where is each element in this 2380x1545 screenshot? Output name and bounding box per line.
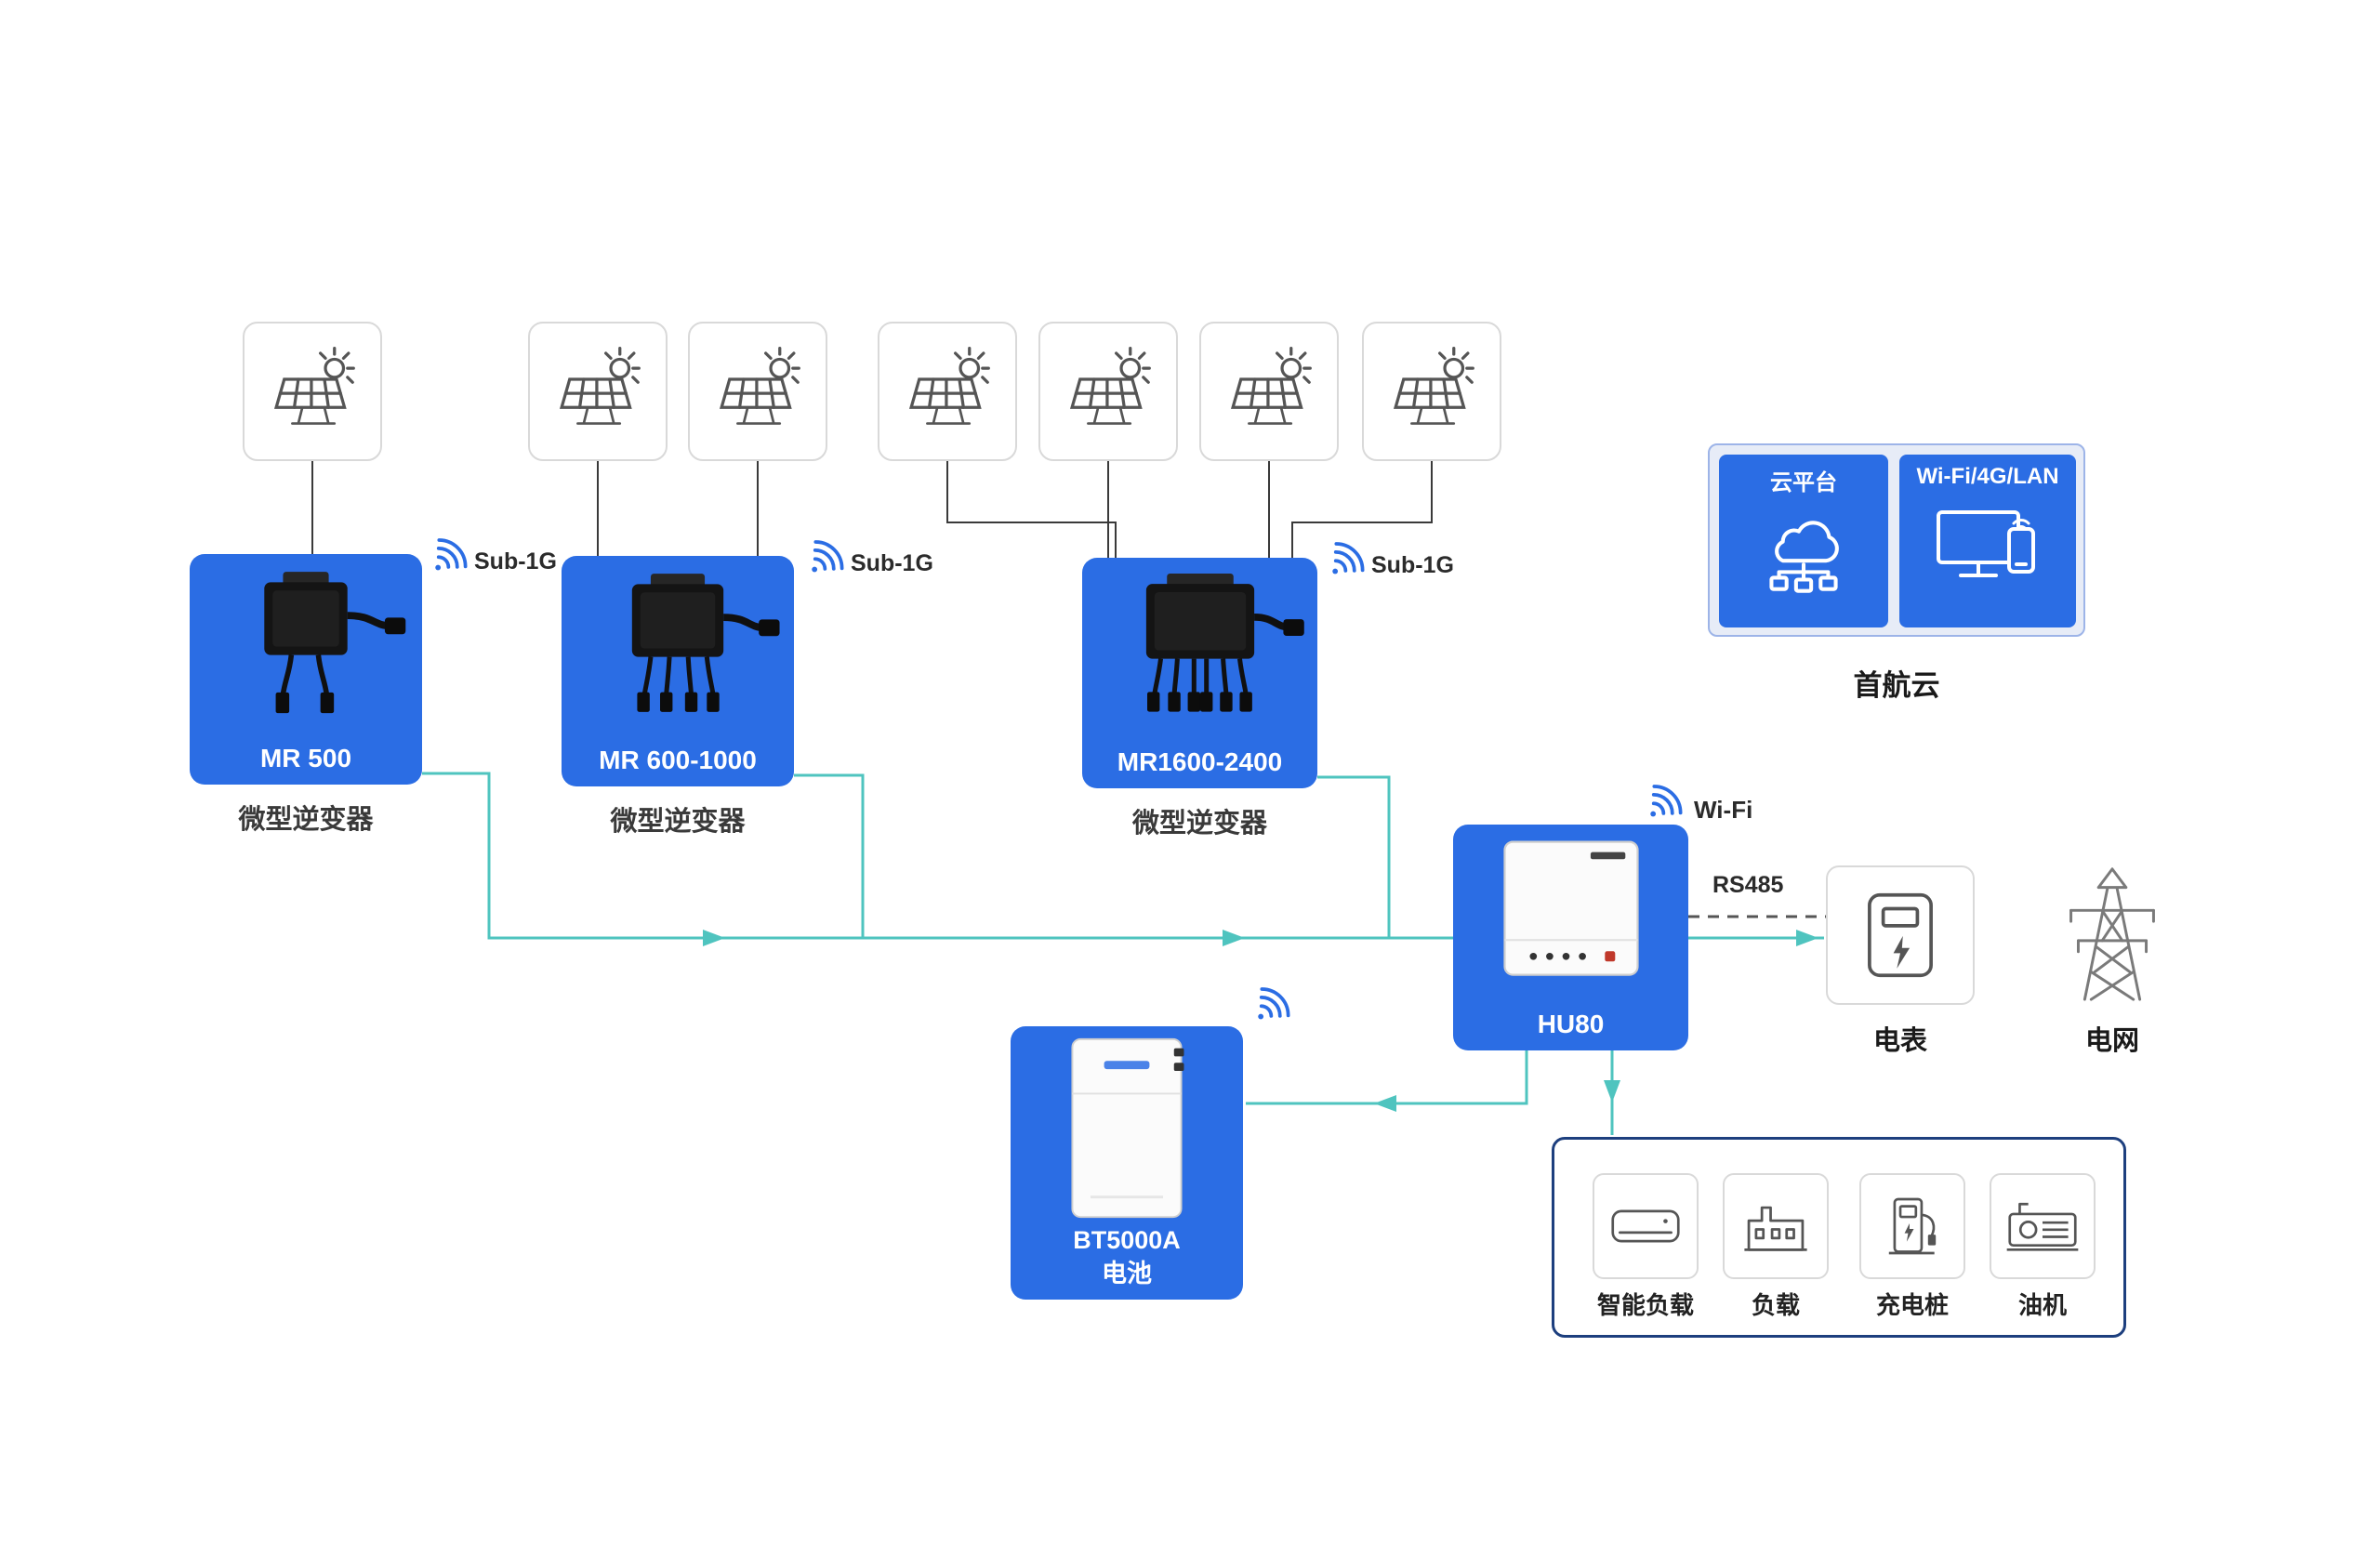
battery-type-label: 电池 (1102, 1260, 1152, 1288)
sub1g-signal-icon (800, 536, 846, 583)
hub-hu80: HU80 (1453, 825, 1688, 1050)
microinverter-type-label: 微型逆变器 (610, 807, 746, 837)
cloud-network-icon (1747, 504, 1860, 599)
energy-meter-icon (1858, 888, 1943, 983)
microinverter-model-label: MR 500 (259, 744, 352, 772)
ev-charger-label: 充电桩 (1875, 1291, 1949, 1319)
solar-panel (243, 322, 382, 461)
solar-panel (688, 322, 827, 461)
microinverter-model-label: MR 600-1000 (599, 746, 757, 774)
solar-panel (528, 322, 668, 461)
microinverter-type-label: 微型逆变器 (1131, 809, 1267, 839)
wifi-signal-icon (1638, 781, 1685, 827)
load-label: 负载 (1751, 1291, 1800, 1319)
solar-panel-icon (707, 341, 808, 442)
sub1g-signal-icon (423, 535, 469, 581)
solar-panel-icon (1058, 341, 1158, 442)
microinverter-model-label: MR1600-2400 (1117, 747, 1283, 776)
sub1g-label: Sub-1G (851, 550, 933, 576)
solar-panel-icon (1219, 341, 1319, 442)
connectivity-card: Wi-Fi/4G/LAN (1899, 455, 2076, 627)
cloud-platform-label: 云平台 (1770, 470, 1837, 495)
solar-panel-icon (1382, 341, 1482, 442)
solar-panel-icon (897, 341, 998, 442)
meter-label: 电表 (1872, 1026, 1927, 1056)
smart-load-box (1593, 1173, 1699, 1279)
smart-load-icon (1603, 1194, 1688, 1259)
microinverter-mr1600-2400: MR1600-2400 (1082, 558, 1317, 788)
loads-group: 智能负载 负载 充电桩 油机 (1552, 1137, 2126, 1338)
energy-meter-box (1826, 865, 1975, 1005)
load-box (1723, 1173, 1829, 1279)
cloud-services-group: 云平台 Wi-Fi/4G/LAN (1708, 443, 2085, 637)
generator-icon (2000, 1194, 2085, 1259)
wifi-signal-icon (1246, 984, 1292, 1030)
solar-panel (878, 322, 1017, 461)
battery-bt5000a: BT5000A 电池 (1011, 1026, 1243, 1300)
power-grid-tower-icon (2042, 860, 2183, 1007)
hub-device-image (1483, 836, 1659, 989)
monitor-phone-icon (1927, 497, 2048, 590)
microinverter-device-image (571, 563, 785, 740)
microinverter-device-image (1091, 565, 1310, 742)
grid-label: 电网 (2084, 1026, 2139, 1056)
sub1g-label: Sub-1G (474, 548, 557, 574)
battery-labels: BT5000A 电池 (1011, 1223, 1243, 1290)
wifi-label: Wi-Fi (1694, 796, 1753, 824)
smart-load-label: 智能负载 (1596, 1291, 1694, 1319)
microinverter-type-label: 微型逆变器 (238, 805, 374, 835)
microinverter-mr500: MR 500 (190, 554, 422, 785)
rs485-label: RS485 (1712, 872, 1784, 898)
solar-panel-icon (262, 341, 363, 442)
battery-device-image (1048, 1034, 1206, 1224)
cloud-platform-card: 云平台 (1719, 455, 1888, 627)
connectivity-label: Wi-Fi/4G/LAN (1916, 464, 2059, 489)
solar-panel (1038, 322, 1178, 461)
load-icon (1736, 1191, 1816, 1261)
sub1g-label: Sub-1G (1371, 552, 1454, 578)
solar-panel (1199, 322, 1339, 461)
solar-panel (1362, 322, 1501, 461)
sub1g-signal-icon (1320, 538, 1367, 585)
ev-charger-icon (1873, 1190, 1951, 1262)
hub-model-label: HU80 (1537, 1010, 1605, 1038)
microinverter-mr600-1000: MR 600-1000 (562, 556, 794, 786)
microinverter-device-image (199, 561, 413, 738)
battery-model-label: BT5000A (1073, 1226, 1181, 1254)
ev-charger-box (1859, 1173, 1965, 1279)
generator-label: 油机 (2017, 1291, 2067, 1319)
generator-box (1990, 1173, 2096, 1279)
cloud-name-label: 首航云 (1853, 669, 1940, 702)
solar-panel-icon (548, 341, 648, 442)
